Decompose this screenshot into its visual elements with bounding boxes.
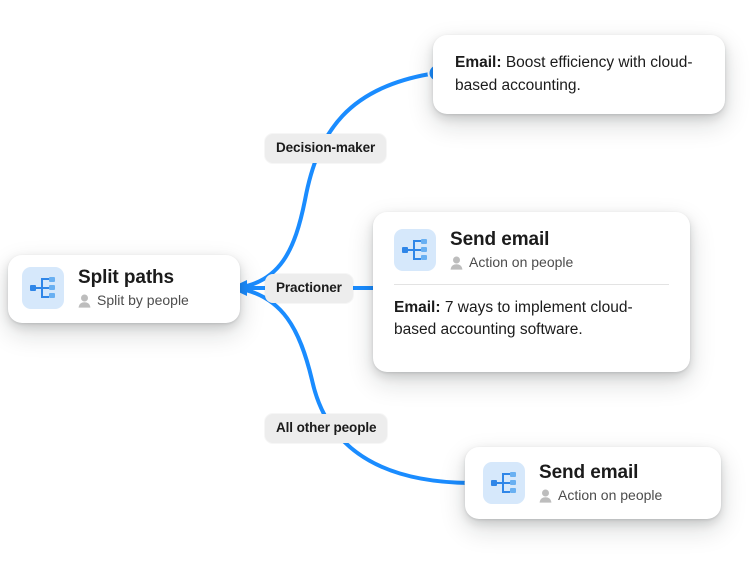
node-send-email-middle-subtitle: Action on people <box>469 254 574 271</box>
node-split-paths-title: Split paths <box>78 267 175 289</box>
node-send-email-middle-subtitle-row: Action on people <box>450 254 573 271</box>
node-send-email-middle-body-label: Email: <box>394 299 441 316</box>
node-split-paths-subtitle: Split by people <box>97 292 189 309</box>
node-send-email-bottom[interactable]: Send email Action on people <box>465 447 721 519</box>
node-send-email-middle[interactable]: Send email Action on people Email: 7 way… <box>373 212 690 372</box>
node-email-top[interactable]: Email: Boost efficiency with cloud-based… <box>433 35 725 114</box>
send-email-icon <box>483 462 525 504</box>
node-send-email-middle-divider <box>394 284 669 285</box>
node-send-email-middle-title: Send email <box>450 229 550 251</box>
node-send-email-bottom-texts: Send email Action on people <box>539 462 662 504</box>
edge-label-all-other-people[interactable]: All other people <box>265 414 388 443</box>
node-split-paths[interactable]: Split paths Split by people <box>8 255 240 323</box>
node-send-email-middle-texts: Send email Action on people <box>450 229 573 271</box>
node-send-email-middle-header: Send email Action on people <box>394 229 669 271</box>
node-email-top-body: Email: Boost efficiency with cloud-based… <box>455 52 703 97</box>
node-split-paths-texts: Split paths Split by people <box>78 267 189 309</box>
person-icon <box>450 256 463 270</box>
edge-label-decision-maker[interactable]: Decision-maker <box>265 134 387 163</box>
send-email-icon <box>394 229 436 271</box>
node-email-top-body-label: Email: <box>455 54 502 72</box>
person-icon <box>78 294 91 308</box>
person-icon <box>539 489 552 503</box>
node-email-top-body-text: Boost efficiency with cloud-based accoun… <box>455 54 693 94</box>
node-send-email-bottom-subtitle: Action on people <box>558 487 663 504</box>
node-send-email-middle-body-text: 7 ways to implement cloud-based accounti… <box>394 299 633 339</box>
node-send-email-middle-body: Email: 7 ways to implement cloud-based a… <box>394 297 669 342</box>
node-send-email-bottom-header: Send email Action on people <box>483 462 662 504</box>
node-send-email-bottom-title: Send email <box>539 462 639 484</box>
node-send-email-bottom-subtitle-row: Action on people <box>539 487 662 504</box>
node-split-paths-header: Split paths Split by people <box>22 267 226 309</box>
node-split-paths-subtitle-row: Split by people <box>78 292 189 309</box>
edge-label-practioner[interactable]: Practioner <box>265 274 353 303</box>
split-paths-icon <box>22 267 64 309</box>
